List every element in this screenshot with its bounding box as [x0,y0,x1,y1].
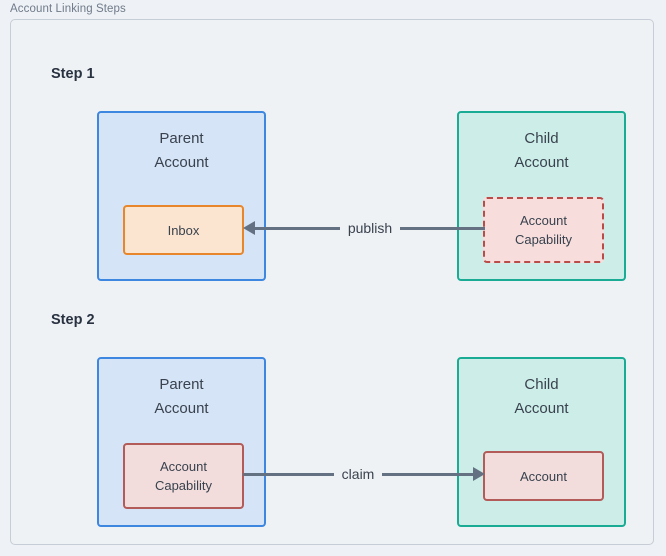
connector-line [255,226,340,230]
step-2-account-capability-chip-label-line-1: Account [160,459,207,474]
step-2-child-account-title-line-2: Account [514,400,569,417]
step-2-child-account-title-line-1: Child [524,376,559,393]
diagram-panel: Step 1 Parent Account Inbox Child Accoun… [10,19,654,545]
step-2-label: Step 2 [51,312,95,328]
step-2-claim-connector: claim [243,459,486,489]
step-1-label: Step 1 [51,66,95,82]
step-2-connector-label: claim [341,466,375,482]
step-2-child-account-box: Child Account Account [457,357,626,527]
step-1-inbox-chip: Inbox [123,205,244,255]
step-1-parent-account-title-line-1: Parent [159,130,204,147]
connector-line [400,226,485,230]
step-1-child-account-box: Child Account Account Capability [457,111,626,281]
step-2-parent-account-title-line-1: Parent [159,376,204,393]
step-1-account-capability-chip-label-line-2: Capability [514,232,573,247]
arrow-left-icon [243,221,255,235]
connector-line [382,472,474,476]
step-1-inbox-chip-label: Inbox [167,222,200,238]
arrow-right-icon [473,467,486,481]
step-1-account-capability-chip: Account Capability [483,197,604,263]
step-1-parent-account-title-line-2: Account [154,154,209,171]
step-1-child-account-title-line-1: Child [524,130,559,147]
step-1-publish-connector: publish [243,213,485,243]
step-1-connector-label: publish [347,220,393,236]
step-2-account-capability-chip: Account Capability [123,443,244,509]
step-1-account-capability-chip-label-line-1: Account [520,213,567,228]
step-2-parent-account-title-line-2: Account [154,400,209,417]
step-2-account-chip: Account [483,451,604,501]
connector-line [243,472,334,476]
step-1-parent-account-box: Parent Account Inbox [97,111,266,281]
step-2-account-chip-label: Account [520,468,567,484]
step-2-parent-account-box: Parent Account Account Capability [97,357,266,527]
diagram-caption: Account Linking Steps [10,3,126,15]
step-1-child-account-title-line-2: Account [514,154,569,171]
step-2-account-capability-chip-label-line-2: Capability [154,478,213,493]
